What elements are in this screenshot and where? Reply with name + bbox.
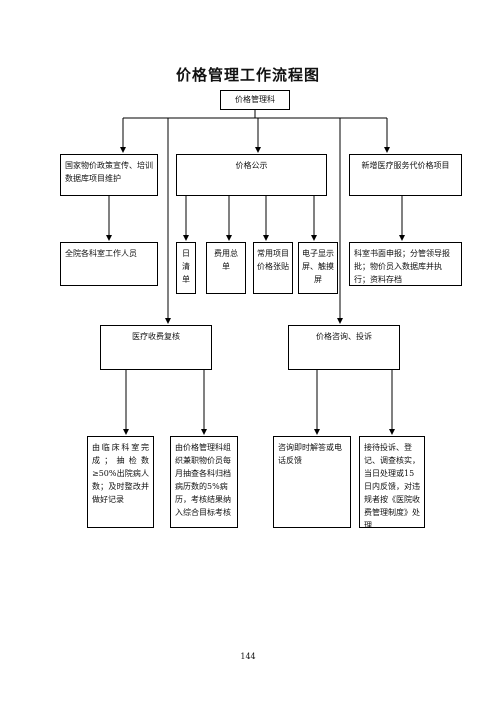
node-daily-list: 日清单 <box>176 242 196 294</box>
node-clinical-check: 由临床科室完成；抽检数≥50%出院病人数；及时整改并做好记录 <box>87 436 154 528</box>
node-label: 新增医疗服务代价格项目 <box>361 161 450 170</box>
node-common-item-posting: 常用项目价格张贴 <box>253 242 293 294</box>
node-complaint-handling: 接待投诉、登记、调查核实，当日处理或15日内反馈，对违规者按《医院收费管理制度》… <box>359 436 425 528</box>
node-label: 日清单 <box>182 249 190 284</box>
node-instant-answer: 咨询即时解答或电话反馈 <box>273 436 351 528</box>
node-label: 价格公示 <box>235 161 268 170</box>
node-label: 费用总单 <box>214 249 238 271</box>
node-fee-summary: 费用总单 <box>206 242 246 294</box>
node-label: 全院各科室工作人员 <box>65 249 137 258</box>
node-label: 科室书面申报；分管领导报批；物价员入数据库并执行；资料存档 <box>354 249 450 284</box>
node-policy-training: 国家物价政策宣传、培训数据库项目维护 <box>60 154 158 196</box>
node-fee-review: 医疗收费复核 <box>100 325 212 370</box>
node-label: 接待投诉、登记、调查核实，当日处理或15日内反馈，对违规者按《医院收费管理制度》… <box>364 443 420 528</box>
page-title: 价格管理工作流程图 <box>175 66 320 84</box>
node-monthly-audit: 由价格管理科组织兼职物价员每月抽查各科归档病历数的5%病历，考核结果纳入综合目标… <box>170 436 238 528</box>
node-label: 咨询即时解答或电话反馈 <box>278 443 342 465</box>
node-dept-application: 科室书面申报；分管领导报批；物价员入数据库并执行；资料存档 <box>349 242 462 286</box>
node-label: 电子显示屏、触摸屏 <box>302 249 334 284</box>
node-label: 由价格管理科组织兼职物价员每月抽查各科归档病历数的5%病历，考核结果纳入综合目标… <box>175 443 231 517</box>
node-electronic-display: 电子显示屏、触摸屏 <box>298 242 338 294</box>
node-label: 由临床科室完成；抽检数≥50%出院病人数；及时整改并做好记录 <box>92 443 149 504</box>
node-price-management-dept: 价格管理科 <box>220 90 290 110</box>
node-label: 价格管理科 <box>235 95 275 104</box>
node-label: 国家物价政策宣传、培训数据库项目维护 <box>65 161 153 183</box>
node-price-notice: 价格公示 <box>176 154 327 196</box>
page-number: 144 <box>240 652 256 661</box>
node-consult-complaint: 价格咨询、投诉 <box>288 325 400 370</box>
node-label: 医疗收费复核 <box>132 332 180 341</box>
node-all-staff: 全院各科室工作人员 <box>60 242 158 286</box>
node-label: 常用项目价格张贴 <box>257 249 289 271</box>
node-new-service-items: 新增医疗服务代价格项目 <box>349 154 462 196</box>
node-label: 价格咨询、投诉 <box>316 332 372 341</box>
